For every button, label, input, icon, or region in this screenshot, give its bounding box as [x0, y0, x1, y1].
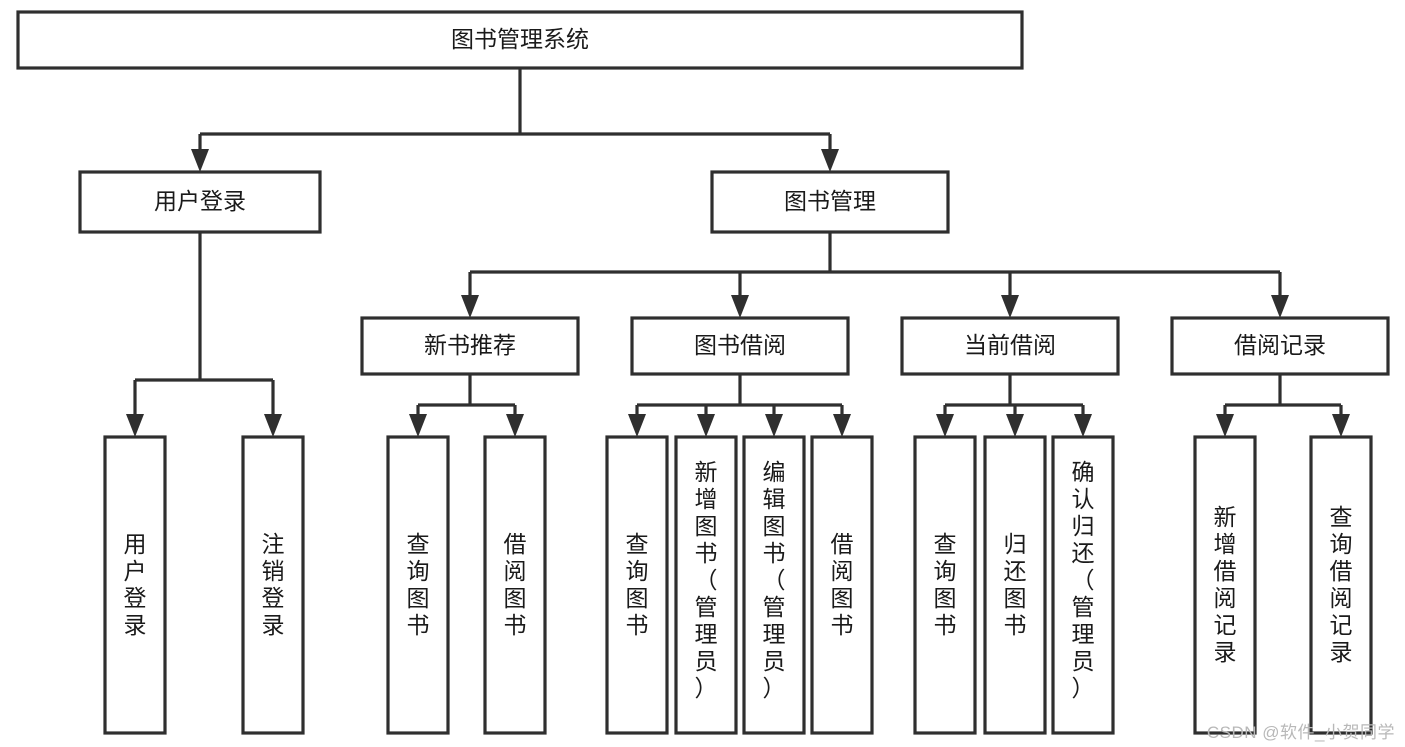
node-leaf-10-label: 确认归还（管理员）	[1072, 459, 1095, 701]
user-login-arrow-1	[264, 414, 282, 437]
node-leaf-11-box	[1193, 435, 1257, 735]
node-leaf-4-label: 查询图书	[626, 531, 649, 638]
node-level3-0-label: 新书推荐	[424, 332, 516, 358]
node-level3-1-box	[630, 316, 850, 376]
root-arrow-0	[191, 149, 209, 172]
node-leaf-0-box	[103, 435, 167, 735]
node-leaf-3-box	[483, 435, 547, 735]
node-leaf-0-label: 用户登录	[124, 531, 147, 638]
node-leaf-8-label: 查询图书	[934, 531, 957, 638]
node-leaf-10[interactable]: 确认归还（管理员）	[1051, 435, 1115, 735]
csdn-watermark: CSDN @软件_小贺同学	[1206, 723, 1395, 742]
user-login-arrow-0	[126, 414, 144, 437]
book-mgmt-arrow-3	[1271, 295, 1289, 318]
node-level3-2-label: 当前借阅	[964, 332, 1056, 358]
node-level2-0-box	[78, 170, 322, 234]
node-leaf-12-label: 查询借阅记录	[1330, 504, 1353, 665]
node-leaf-7[interactable]: 借阅图书	[810, 435, 874, 735]
node-leaf-7-label: 借阅图书	[831, 531, 854, 638]
node-leaf-9[interactable]: 归还图书	[983, 435, 1047, 735]
node-leaf-3[interactable]: 借阅图书	[483, 435, 547, 735]
node-root-box	[16, 10, 1024, 70]
l3-1-arrow-0	[628, 414, 646, 437]
node-leaf-5[interactable]: 新增图书（管理员）	[674, 435, 738, 735]
node-leaf-6-label: 编辑图书（管理员）	[763, 459, 786, 701]
node-level3-3-label: 借阅记录	[1234, 332, 1326, 358]
nodes-layer: 图书管理系统用户登录图书管理新书推荐图书借阅当前借阅借阅记录用户登录注销登录查询…	[16, 10, 1390, 735]
node-level3-1-label: 图书借阅	[694, 332, 786, 358]
connectors-layer	[126, 68, 1350, 437]
node-leaf-0[interactable]: 用户登录	[103, 435, 167, 735]
node-leaf-1-box	[241, 435, 305, 735]
l3-1-arrow-2	[765, 414, 783, 437]
node-leaf-4-box	[605, 435, 669, 735]
node-leaf-1[interactable]: 注销登录	[241, 435, 305, 735]
root-arrow-1	[821, 149, 839, 172]
book-mgmt-arrow-0	[461, 295, 479, 318]
node-level2-1-box	[710, 170, 950, 234]
node-leaf-2-label: 查询图书	[407, 531, 430, 638]
l3-2-arrow-0	[936, 414, 954, 437]
node-leaf-6[interactable]: 编辑图书（管理员）	[742, 435, 806, 735]
node-leaf-3-label: 借阅图书	[504, 531, 527, 638]
node-level2-0-label: 用户登录	[154, 188, 246, 214]
node-level3-3-box	[1170, 316, 1390, 376]
node-leaf-1-label: 注销登录	[262, 531, 285, 638]
l3-1-arrow-1	[697, 414, 715, 437]
node-leaf-7-box	[810, 435, 874, 735]
node-leaf-12[interactable]: 查询借阅记录	[1309, 435, 1373, 735]
node-level3-0-box	[360, 316, 580, 376]
node-leaf-4[interactable]: 查询图书	[605, 435, 669, 735]
node-level3-1[interactable]: 图书借阅	[630, 316, 850, 376]
node-leaf-2-box	[386, 435, 450, 735]
node-leaf-8[interactable]: 查询图书	[913, 435, 977, 735]
node-leaf-6-box	[742, 435, 806, 735]
node-root-label: 图书管理系统	[451, 26, 589, 52]
l3-0-arrow-0	[409, 414, 427, 437]
l3-2-arrow-2	[1074, 414, 1092, 437]
l3-2-arrow-1	[1006, 414, 1024, 437]
node-leaf-2[interactable]: 查询图书	[386, 435, 450, 735]
node-leaf-11[interactable]: 新增借阅记录	[1193, 435, 1257, 735]
node-leaf-11-label: 新增借阅记录	[1214, 504, 1237, 665]
node-leaf-8-box	[913, 435, 977, 735]
node-level3-3[interactable]: 借阅记录	[1170, 316, 1390, 376]
l3-3-arrow-1	[1332, 414, 1350, 437]
node-leaf-5-box	[674, 435, 738, 735]
node-leaf-9-label: 归还图书	[1004, 531, 1027, 638]
node-level2-1-label: 图书管理	[784, 188, 876, 214]
node-level2-0[interactable]: 用户登录	[78, 170, 322, 234]
l3-3-arrow-0	[1216, 414, 1234, 437]
book-mgmt-arrow-2	[1001, 295, 1019, 318]
node-leaf-12-box	[1309, 435, 1373, 735]
l3-0-arrow-1	[506, 414, 524, 437]
node-level3-2-box	[900, 316, 1120, 376]
node-leaf-9-box	[983, 435, 1047, 735]
node-root[interactable]: 图书管理系统	[16, 10, 1024, 70]
node-leaf-10-box	[1051, 435, 1115, 735]
l3-1-arrow-3	[833, 414, 851, 437]
node-level2-1[interactable]: 图书管理	[710, 170, 950, 234]
node-leaf-5-label: 新增图书（管理员）	[695, 459, 718, 701]
book-mgmt-arrow-1	[731, 295, 749, 318]
node-level3-0[interactable]: 新书推荐	[360, 316, 580, 376]
node-level3-2[interactable]: 当前借阅	[900, 316, 1120, 376]
